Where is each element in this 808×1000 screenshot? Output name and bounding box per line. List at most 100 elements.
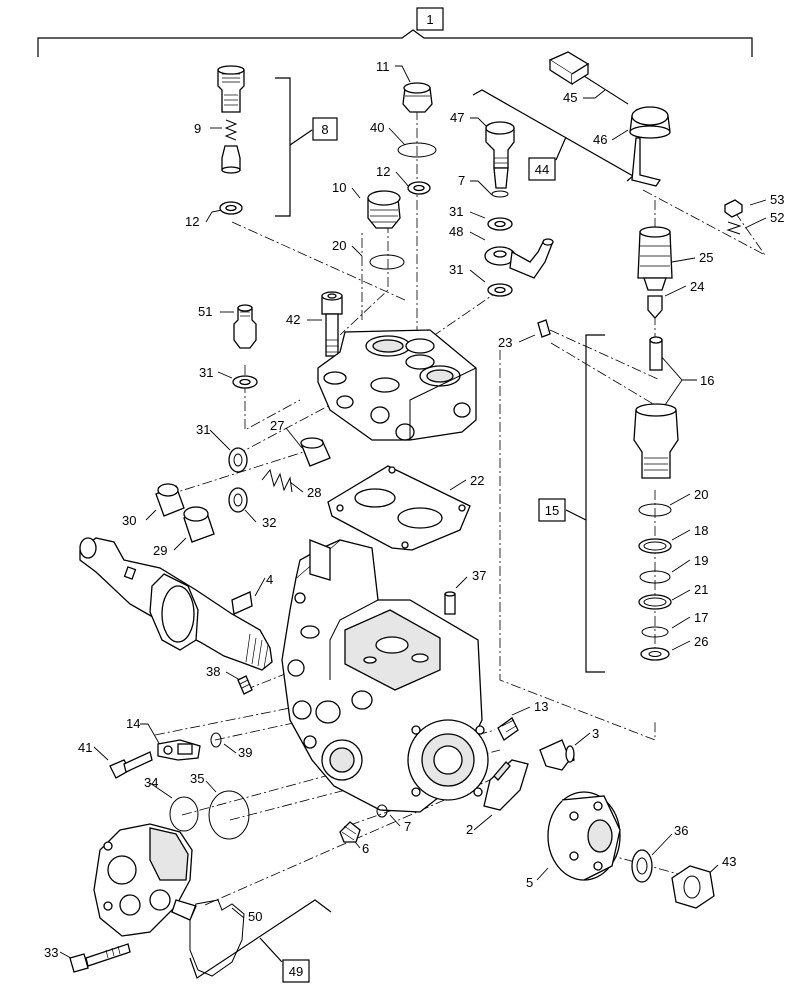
- callout-45: 45: [563, 90, 577, 105]
- fitting-6: [339, 821, 361, 843]
- callout-17: 17: [694, 610, 708, 625]
- callout-30: 30: [122, 513, 136, 528]
- callout-26: 26: [694, 634, 708, 649]
- callout-41: 41: [78, 740, 92, 755]
- callout-32: 32: [262, 515, 276, 530]
- banjo-fitting-48: [484, 238, 554, 279]
- injector-body-16: [633, 403, 679, 479]
- nut-53: [724, 199, 743, 218]
- callout-25: 25: [699, 250, 713, 265]
- callout-22: 22: [470, 473, 484, 488]
- group-label-15: 15: [545, 503, 559, 518]
- gasket-22: [327, 465, 471, 551]
- callout-20a: 20: [332, 238, 346, 253]
- callout-10: 10: [332, 180, 346, 195]
- callout-40: 40: [370, 120, 384, 135]
- leader-lines: [59, 65, 767, 963]
- callout-12b: 12: [376, 164, 390, 179]
- plug-10: [367, 190, 401, 229]
- group-bracket-8: 8: [275, 77, 338, 217]
- washer-31b: [487, 283, 513, 297]
- callout-7a: 7: [458, 173, 465, 188]
- group-bracket-49: 49: [189, 899, 332, 983]
- pump-main-body: [281, 539, 489, 813]
- drive-shaft: [79, 537, 273, 671]
- callout-11: 11: [376, 59, 390, 74]
- group-bracket-44: 44: [472, 89, 635, 182]
- sleeve-27: [300, 437, 331, 467]
- solenoid-46: [629, 106, 671, 187]
- callout-29: 29: [153, 543, 167, 558]
- callout-31a: 31: [449, 204, 463, 219]
- lever-14: [157, 739, 201, 761]
- callout-31d: 31: [196, 422, 210, 437]
- callout-13: 13: [534, 699, 548, 714]
- callout-23: 23: [498, 335, 512, 350]
- callout-53: 53: [770, 192, 784, 207]
- gear-hub-5: [547, 791, 621, 881]
- o-ring-7a: [491, 190, 509, 198]
- fitting-51: [233, 304, 257, 349]
- plug-11: [402, 82, 433, 113]
- spring-52: [726, 221, 742, 235]
- delivery-valve-spring: [224, 119, 238, 141]
- banjo-bolt-47: [485, 121, 515, 189]
- key-4: [231, 591, 253, 615]
- washer-31c: [232, 375, 258, 389]
- callout-2: 2: [466, 822, 473, 837]
- plug-29: [183, 506, 215, 543]
- callout-51: 51: [198, 304, 212, 319]
- washer-36: [631, 849, 653, 883]
- assembly-label: 1: [426, 12, 433, 27]
- screw-13: [497, 717, 519, 741]
- callout-48: 48: [449, 224, 463, 239]
- callout-24: 24: [690, 279, 704, 294]
- callout-52: 52: [770, 210, 784, 225]
- callout-3: 3: [592, 726, 599, 741]
- delivery-valve-holder: [217, 65, 245, 113]
- callout-31c: 31: [199, 365, 213, 380]
- plug-30: [155, 483, 185, 517]
- screw-3: [539, 739, 575, 771]
- callout-5: 5: [526, 875, 533, 890]
- bolt-41: [109, 751, 153, 779]
- callout-6: 6: [362, 841, 369, 856]
- callout-34: 34: [144, 775, 158, 790]
- gasket-12b: [407, 181, 431, 195]
- group-bracket-15: 15: [538, 334, 605, 673]
- callout-42: 42: [286, 312, 300, 327]
- callout-labels: 2 3 4 5 6 7 7 9 10 11 12 12 13 14 16 17 …: [44, 59, 784, 960]
- group-label-8: 8: [321, 122, 328, 137]
- o-ring-39: [210, 732, 222, 748]
- callout-37: 37: [472, 568, 486, 583]
- screw-38: [237, 675, 253, 695]
- plate-2: [483, 759, 529, 811]
- callout-19: 19: [694, 553, 708, 568]
- callout-38: 38: [206, 664, 220, 679]
- callout-33: 33: [44, 945, 58, 960]
- nut-43: [671, 865, 715, 909]
- pump-head-housing: [317, 329, 477, 441]
- governor-housing: [93, 823, 197, 937]
- callout-12a: 12: [185, 214, 199, 229]
- callout-21: 21: [694, 582, 708, 597]
- o-ring-7b: [376, 804, 388, 818]
- callout-4: 4: [266, 572, 273, 587]
- callout-14: 14: [126, 716, 140, 731]
- callout-28: 28: [307, 485, 321, 500]
- delivery-valve: [221, 145, 241, 174]
- washer-31a: [487, 217, 513, 231]
- bolt-33: [69, 943, 131, 973]
- group-label-49: 49: [289, 964, 303, 979]
- pin-37: [444, 591, 456, 615]
- screw-23: [537, 319, 551, 338]
- washer-32: [228, 487, 248, 513]
- callout-31b: 31: [449, 262, 463, 277]
- callout-16: 16: [700, 373, 714, 388]
- o-ring-19: [639, 570, 671, 584]
- callout-36: 36: [674, 823, 688, 838]
- group-label-44: 44: [535, 162, 549, 177]
- callout-39: 39: [238, 745, 252, 760]
- plunger-24: [647, 295, 663, 319]
- o-ring-20a: [369, 254, 405, 270]
